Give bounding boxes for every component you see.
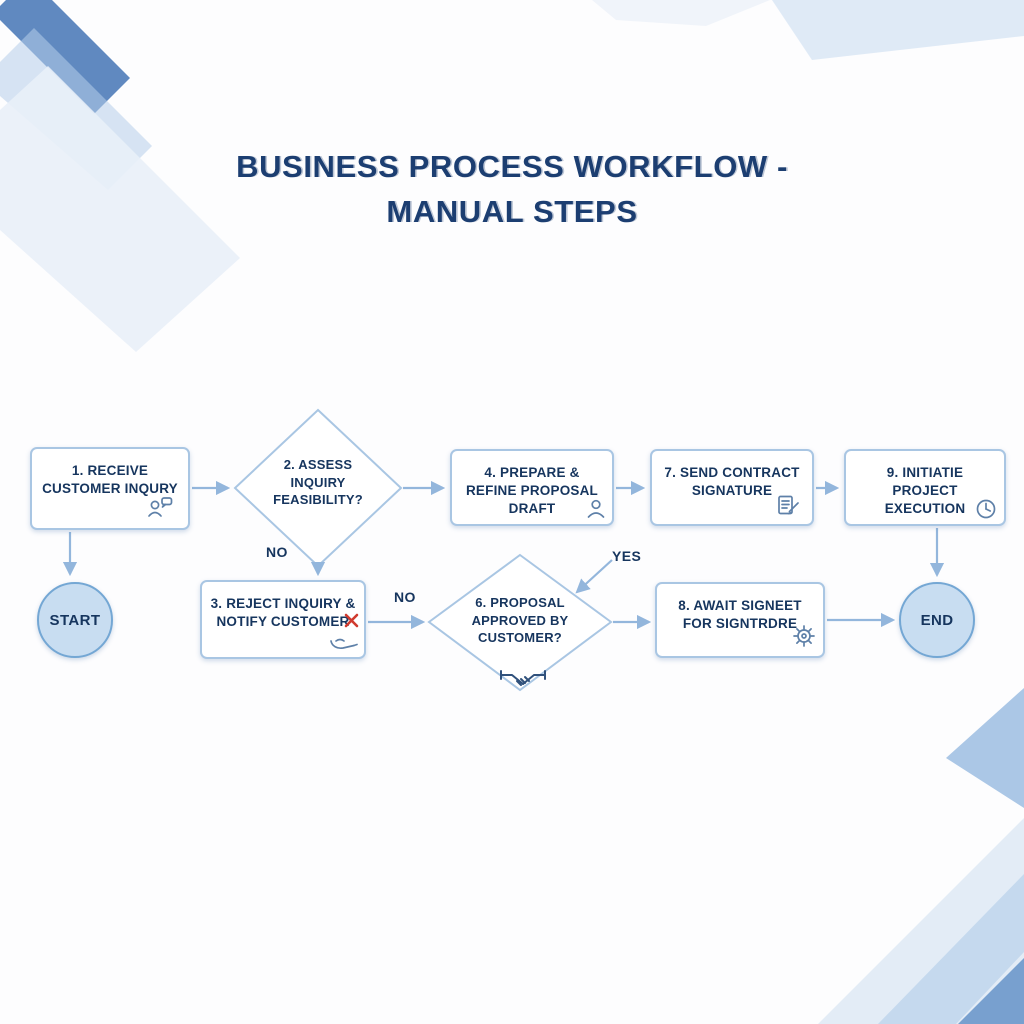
process-box-receive-inquiry: 1. RECEIVE CUSTOMER INQURY	[30, 447, 190, 530]
bg-shape-bottom-right-dark	[958, 958, 1024, 1024]
reject-x-icon	[343, 612, 360, 634]
document-pen-icon	[776, 494, 802, 524]
process-box-label: 8. AWAIT SIGNEET FOR SIGNTRDRE	[678, 598, 802, 632]
handshake-icon	[498, 668, 548, 701]
edge-label-no-right: NO	[394, 589, 416, 605]
start-terminal: START	[37, 582, 113, 658]
hand-icon	[328, 632, 360, 657]
process-box-await-signature: 8. AWAIT SIGNEET FOR SIGNTRDRE	[655, 582, 825, 658]
process-box-label: 3. REJECT INQUIRY & NOTIFY CUSTOMER	[210, 596, 356, 630]
edge-label-yes: YES	[612, 548, 642, 564]
edge-yes-into-step6	[575, 559, 613, 594]
start-label: START	[49, 611, 101, 629]
process-box-label: 1. RECEIVE CUSTOMER INQURY	[42, 463, 178, 497]
decision-label-assess-feasibility: 2. ASSESS INQUIRY FEASIBILITY?	[273, 457, 363, 508]
process-box-reject-inquiry: 3. REJECT INQUIRY & NOTIFY CUSTOMER	[200, 580, 366, 659]
bg-shape-bottom-right-band	[878, 874, 1024, 1024]
decision-shape-proposal-approved	[427, 553, 613, 692]
bg-shape-top-center-band	[592, 0, 770, 26]
edge-label-no-down: NO	[266, 544, 288, 560]
process-box-label: 7. SEND CONTRACT SIGNATURE	[664, 465, 800, 499]
bg-shape-right-mid	[946, 688, 1024, 808]
clock-icon	[974, 497, 998, 526]
person-chat-icon	[146, 495, 174, 526]
end-terminal: END	[899, 582, 975, 658]
bg-shape-top-right-band	[772, 0, 1024, 60]
end-label: END	[920, 611, 954, 629]
process-box-label: 4. PREPARE & REFINE PROPOSAL DRAFT	[465, 465, 598, 517]
bg-shape-left-wash	[0, 66, 240, 352]
decision-label-proposal-approved: 6. PROPOSAL APPROVED BY CUSTOMER?	[471, 595, 569, 646]
diagram-title: BUSINESS PROCESS WORKFLOW - MANUAL STEPS	[236, 149, 788, 229]
bg-shape-top-left-dark	[0, 0, 130, 114]
person-icon	[585, 498, 607, 525]
gear-icon	[790, 622, 818, 655]
process-box-prepare-proposal: 4. PREPARE & REFINE PROPOSAL DRAFT	[450, 449, 614, 526]
process-box-label: 9. INITIATIE PROJECT EXECUTION	[884, 465, 966, 517]
